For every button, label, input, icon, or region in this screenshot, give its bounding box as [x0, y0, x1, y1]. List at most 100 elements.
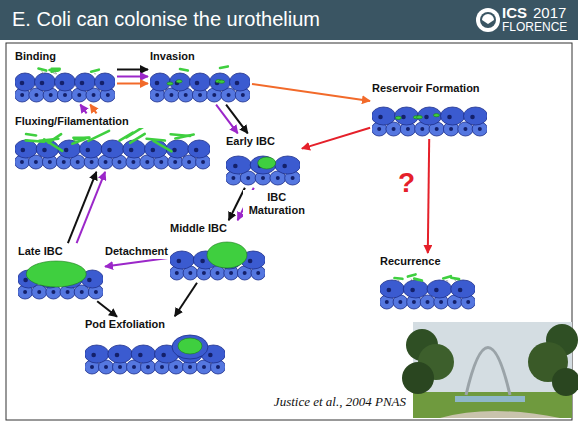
ibc-colony	[258, 157, 276, 169]
cell-nucleus	[169, 93, 173, 97]
cell-nucleus	[188, 271, 192, 275]
cell-nucleus	[434, 288, 439, 293]
cell-nucleus	[64, 148, 69, 153]
cell-nucleus	[212, 93, 216, 97]
bacterium-rod	[52, 67, 60, 70]
cell-nucleus	[194, 148, 199, 153]
cell-nucleus	[202, 271, 206, 275]
cell-nucleus	[378, 115, 383, 120]
stage-arrow	[428, 139, 429, 253]
stage-heading: Invasion	[150, 50, 250, 63]
cell-nucleus	[410, 288, 415, 293]
cell-nucleus	[138, 353, 143, 358]
umbrella-cell	[75, 73, 96, 91]
umbrella-cell	[15, 73, 36, 91]
umbrella-cell	[123, 140, 146, 158]
stage-node: Binding	[15, 50, 115, 103]
cell-nucleus	[118, 365, 122, 369]
cell-nucleus	[100, 81, 105, 86]
urothelium-illustration	[170, 235, 265, 281]
cell-nucleus	[159, 160, 163, 164]
bacterium	[219, 80, 225, 83]
cell-nucleus	[401, 115, 406, 120]
logo-year: 2017	[533, 5, 566, 22]
cell-nucleus	[34, 93, 38, 97]
stage-arrow	[117, 69, 148, 71]
umbrella-cell	[15, 140, 37, 158]
stage-arrow	[175, 283, 197, 317]
basal-cell	[420, 295, 435, 309]
stage-heading: Recurrence	[380, 255, 475, 268]
pilus	[94, 73, 96, 74]
bacterium-rod	[451, 278, 459, 279]
cell-nucleus	[42, 148, 47, 153]
pilus	[454, 280, 456, 281]
stage-node: Middle IBC	[170, 222, 265, 281]
stage-node: Pod Exfoliation	[85, 318, 225, 375]
urothelium-illustration	[150, 63, 250, 103]
cell-nucleus	[115, 353, 120, 358]
umbrella-cell	[188, 140, 210, 158]
cell-nucleus	[406, 127, 410, 131]
bacterium-rod	[443, 276, 451, 278]
cell-nucleus	[392, 127, 396, 131]
cell-nucleus	[202, 365, 206, 369]
cell-nucleus	[256, 271, 260, 275]
cell-nucleus	[424, 115, 429, 120]
pilus	[411, 279, 413, 281]
umbrella-cell	[403, 280, 428, 298]
cell-nucleus	[129, 148, 134, 153]
umbrella-cell	[230, 73, 251, 91]
urothelium-illustration	[15, 63, 115, 103]
cell-nucleus	[208, 353, 213, 358]
cell-nucleus	[60, 81, 65, 86]
urothelium-illustration	[15, 128, 210, 170]
umbrella-cell	[190, 73, 211, 91]
bacterium	[176, 80, 182, 83]
cell-nucleus	[51, 290, 55, 294]
bacterium-rod	[91, 70, 99, 72]
cell-nucleus	[385, 300, 389, 304]
umbrella-cell	[85, 345, 109, 363]
cell-nucleus	[377, 127, 381, 131]
cell-nucleus	[94, 290, 98, 294]
cell-nucleus	[23, 290, 27, 294]
cell-nucleus	[387, 288, 392, 293]
stage-node: Late IBC	[18, 245, 103, 300]
cell-nucleus	[435, 127, 439, 131]
stage-heading: Middle IBC	[170, 222, 265, 235]
filament	[73, 136, 88, 139]
cell-nucleus	[160, 365, 164, 369]
cell-nucleus	[229, 271, 233, 275]
cell-nucleus	[261, 176, 265, 180]
umbrella-cell	[372, 107, 396, 125]
logo-icon	[476, 8, 500, 32]
cell-nucleus	[104, 160, 108, 164]
cell-nucleus	[77, 93, 81, 97]
cell-nucleus	[248, 259, 253, 264]
cell-nucleus	[174, 365, 178, 369]
cell-nucleus	[195, 81, 200, 86]
pilus	[397, 280, 399, 282]
stage-heading: Fluxing/Filamentation	[15, 115, 210, 128]
umbrella-cell	[380, 280, 404, 298]
filament	[72, 139, 85, 144]
cell-nucleus	[21, 148, 26, 153]
urothelium-illustration	[18, 258, 103, 300]
logo-text: ICS	[502, 5, 527, 22]
edge-label: Detachment	[103, 244, 170, 259]
cell-nucleus	[246, 176, 250, 180]
bacterium-rod	[180, 69, 188, 71]
basal-cell	[210, 266, 225, 280]
umbrella-cell	[395, 107, 419, 125]
cell-nucleus	[62, 160, 66, 164]
stage-arrow	[105, 258, 168, 267]
filament	[147, 139, 165, 141]
cell-nucleus	[131, 160, 135, 164]
umbrella-cell	[226, 156, 251, 174]
logo-city: FLORENCE	[502, 21, 567, 34]
pilus	[55, 71, 57, 74]
cell-nucleus	[117, 160, 121, 164]
stage-arrow	[117, 83, 148, 85]
stage-arrow	[80, 105, 86, 114]
